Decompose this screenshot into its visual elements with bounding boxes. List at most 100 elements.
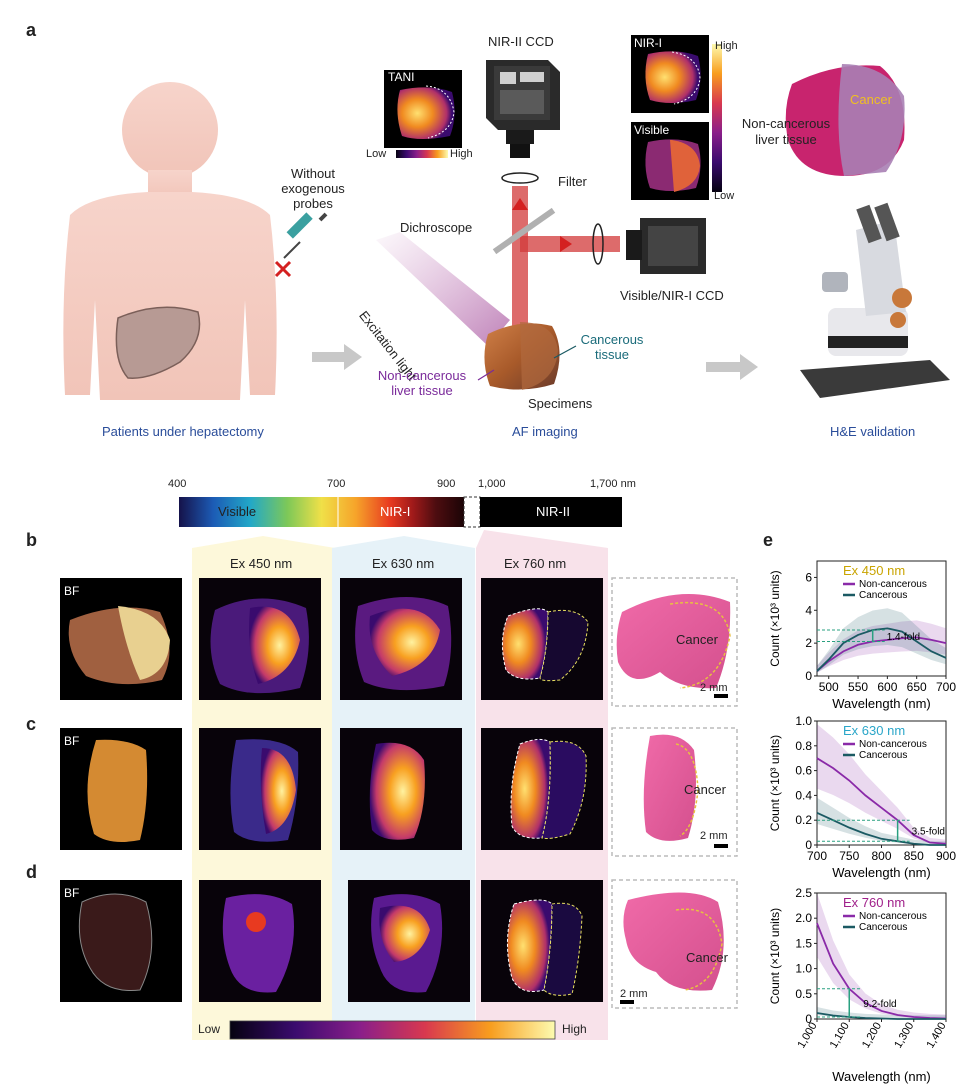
colorbar-low-label: Low — [198, 1022, 221, 1036]
intensity-colorbar — [229, 1020, 556, 1040]
visible-inset — [631, 122, 709, 200]
fold-label: 1.4-fold — [887, 632, 920, 643]
bf-label-b: BF — [64, 584, 80, 598]
laser-beam — [512, 186, 620, 346]
flow-arrow-1 — [312, 344, 362, 370]
tick-400: 400 — [168, 478, 187, 490]
panel-letter-d: d — [26, 862, 37, 882]
he-box-c — [611, 727, 738, 857]
y-tick-label: 0.5 — [795, 987, 812, 1001]
fold-label: 3.5-fold — [912, 827, 945, 838]
y-tick-label: 6 — [805, 570, 812, 584]
cancer-label-b: Cancer — [676, 632, 718, 647]
visible-band-label: Visible — [218, 504, 257, 519]
y-tick-label: 0 — [805, 838, 812, 852]
x-axis-label: Wavelength (nm) — [832, 865, 931, 880]
x-tick-label: 800 — [871, 849, 891, 863]
y-tick-label: 2.0 — [795, 911, 812, 925]
scale-bar-d — [620, 1000, 634, 1004]
col-ex450: Ex 450 nm — [230, 556, 293, 571]
chart-title: Ex 450 nm — [843, 563, 905, 578]
cancerous-line1: Cancerous — [580, 332, 644, 347]
tick-1700: 1,700 nm — [590, 478, 636, 490]
probe-label: Without exogenous probes — [268, 166, 358, 211]
patient-label: Patients under hepatectomy — [102, 424, 264, 439]
tani-label: TANI — [388, 70, 415, 84]
fold-label: 9.2-fold — [863, 999, 896, 1010]
vis-ccd-label: Visible/NIR-I CCD — [620, 288, 724, 303]
flow-arrow-2 — [706, 354, 758, 380]
x-tick-label: 1,100 — [828, 1021, 852, 1051]
colorbar-high: High — [715, 40, 738, 52]
y-tick-label: 0.4 — [795, 788, 812, 802]
legend-label: Cancerous — [859, 922, 907, 933]
nir2-band-label: NIR-II — [536, 504, 570, 519]
filter-label: Filter — [558, 174, 587, 189]
x-tick-label: 900 — [936, 849, 956, 863]
lens-icon — [592, 223, 604, 265]
he-box-d — [611, 879, 738, 1009]
specimens-label: Specimens — [528, 396, 593, 411]
visible-inset-label: Visible — [634, 123, 670, 137]
legend-label: Non-cancerous — [859, 579, 927, 590]
x-axis-label: Wavelength (nm) — [832, 696, 931, 711]
series-line-noncancerous — [816, 922, 947, 1020]
x-tick-label: 750 — [839, 849, 859, 863]
nir2-ccd-label: NIR-II CCD — [488, 34, 554, 49]
series-band — [817, 620, 946, 673]
panel-letter-b: b — [26, 530, 37, 550]
noncancer-pointer — [477, 369, 495, 381]
nir2-camera-icon — [486, 60, 560, 158]
nir1-inset-label: NIR-I — [634, 36, 662, 50]
y-tick-label: 0.2 — [795, 813, 812, 827]
probe-line2: exogenous probes — [281, 181, 345, 211]
series-band — [817, 724, 946, 845]
x-tick-label: 1,300 — [892, 1021, 916, 1051]
tick-1000: 1,000 — [478, 478, 506, 490]
x-tick-label: 1,200 — [860, 1021, 884, 1051]
series-line-noncancerous — [816, 636, 947, 672]
nir1-inset — [631, 35, 709, 113]
x-tick-label: 650 — [907, 680, 927, 694]
cancer-pointer — [553, 345, 577, 359]
chart-title: Ex 630 nm — [843, 723, 905, 738]
y-axis-label: Count (×10³ units) — [768, 735, 782, 831]
he-noncancer-line1: Non-cancerous — [741, 116, 831, 131]
x-axis-label: Wavelength (nm) — [832, 1069, 931, 1084]
he-image-d — [623, 892, 724, 991]
y-tick-label: 0.8 — [795, 739, 812, 753]
series-band — [817, 797, 946, 845]
noncancerous-label: Non-cancerous liver tissue — [370, 368, 474, 398]
nir1-band-label: NIR-I — [380, 504, 411, 519]
filter-icon — [501, 172, 539, 184]
y-tick-label: 2 — [805, 636, 812, 650]
colorbar-low: Low — [714, 190, 735, 202]
y-axis-label: Count (×10³ units) — [768, 570, 782, 666]
series-line-cancerous — [816, 811, 946, 846]
y-tick-label: 0 — [805, 1012, 812, 1026]
scale-bar-c — [714, 844, 728, 848]
legend-label: Non-cancerous — [859, 911, 927, 922]
patient-body-illustration — [63, 82, 277, 400]
row-d-images — [60, 880, 603, 1002]
syringe-icon — [283, 212, 328, 259]
bf-label-c: BF — [64, 734, 80, 748]
tani-high: High — [450, 148, 473, 160]
x-mark-icon — [274, 260, 292, 278]
chart-frame — [816, 560, 947, 677]
y-axis-label: Count (×10³ units) — [768, 908, 782, 1004]
colorbar-high-label: High — [562, 1022, 587, 1036]
vertical-colorbar — [712, 44, 722, 192]
bf-label-d: BF — [64, 886, 80, 900]
noncancerous-line1: Non-cancerous — [377, 368, 467, 383]
microscope-icon — [800, 202, 950, 398]
panel-letter-e: e — [763, 530, 774, 550]
legend-label: Cancerous — [859, 750, 907, 761]
he-noncancer-label: Non-cancerous liver tissue — [736, 116, 836, 148]
tani-inset — [384, 70, 462, 158]
series-line-cancerous — [816, 1012, 946, 1020]
scale-label-c: 2 mm — [700, 830, 728, 842]
